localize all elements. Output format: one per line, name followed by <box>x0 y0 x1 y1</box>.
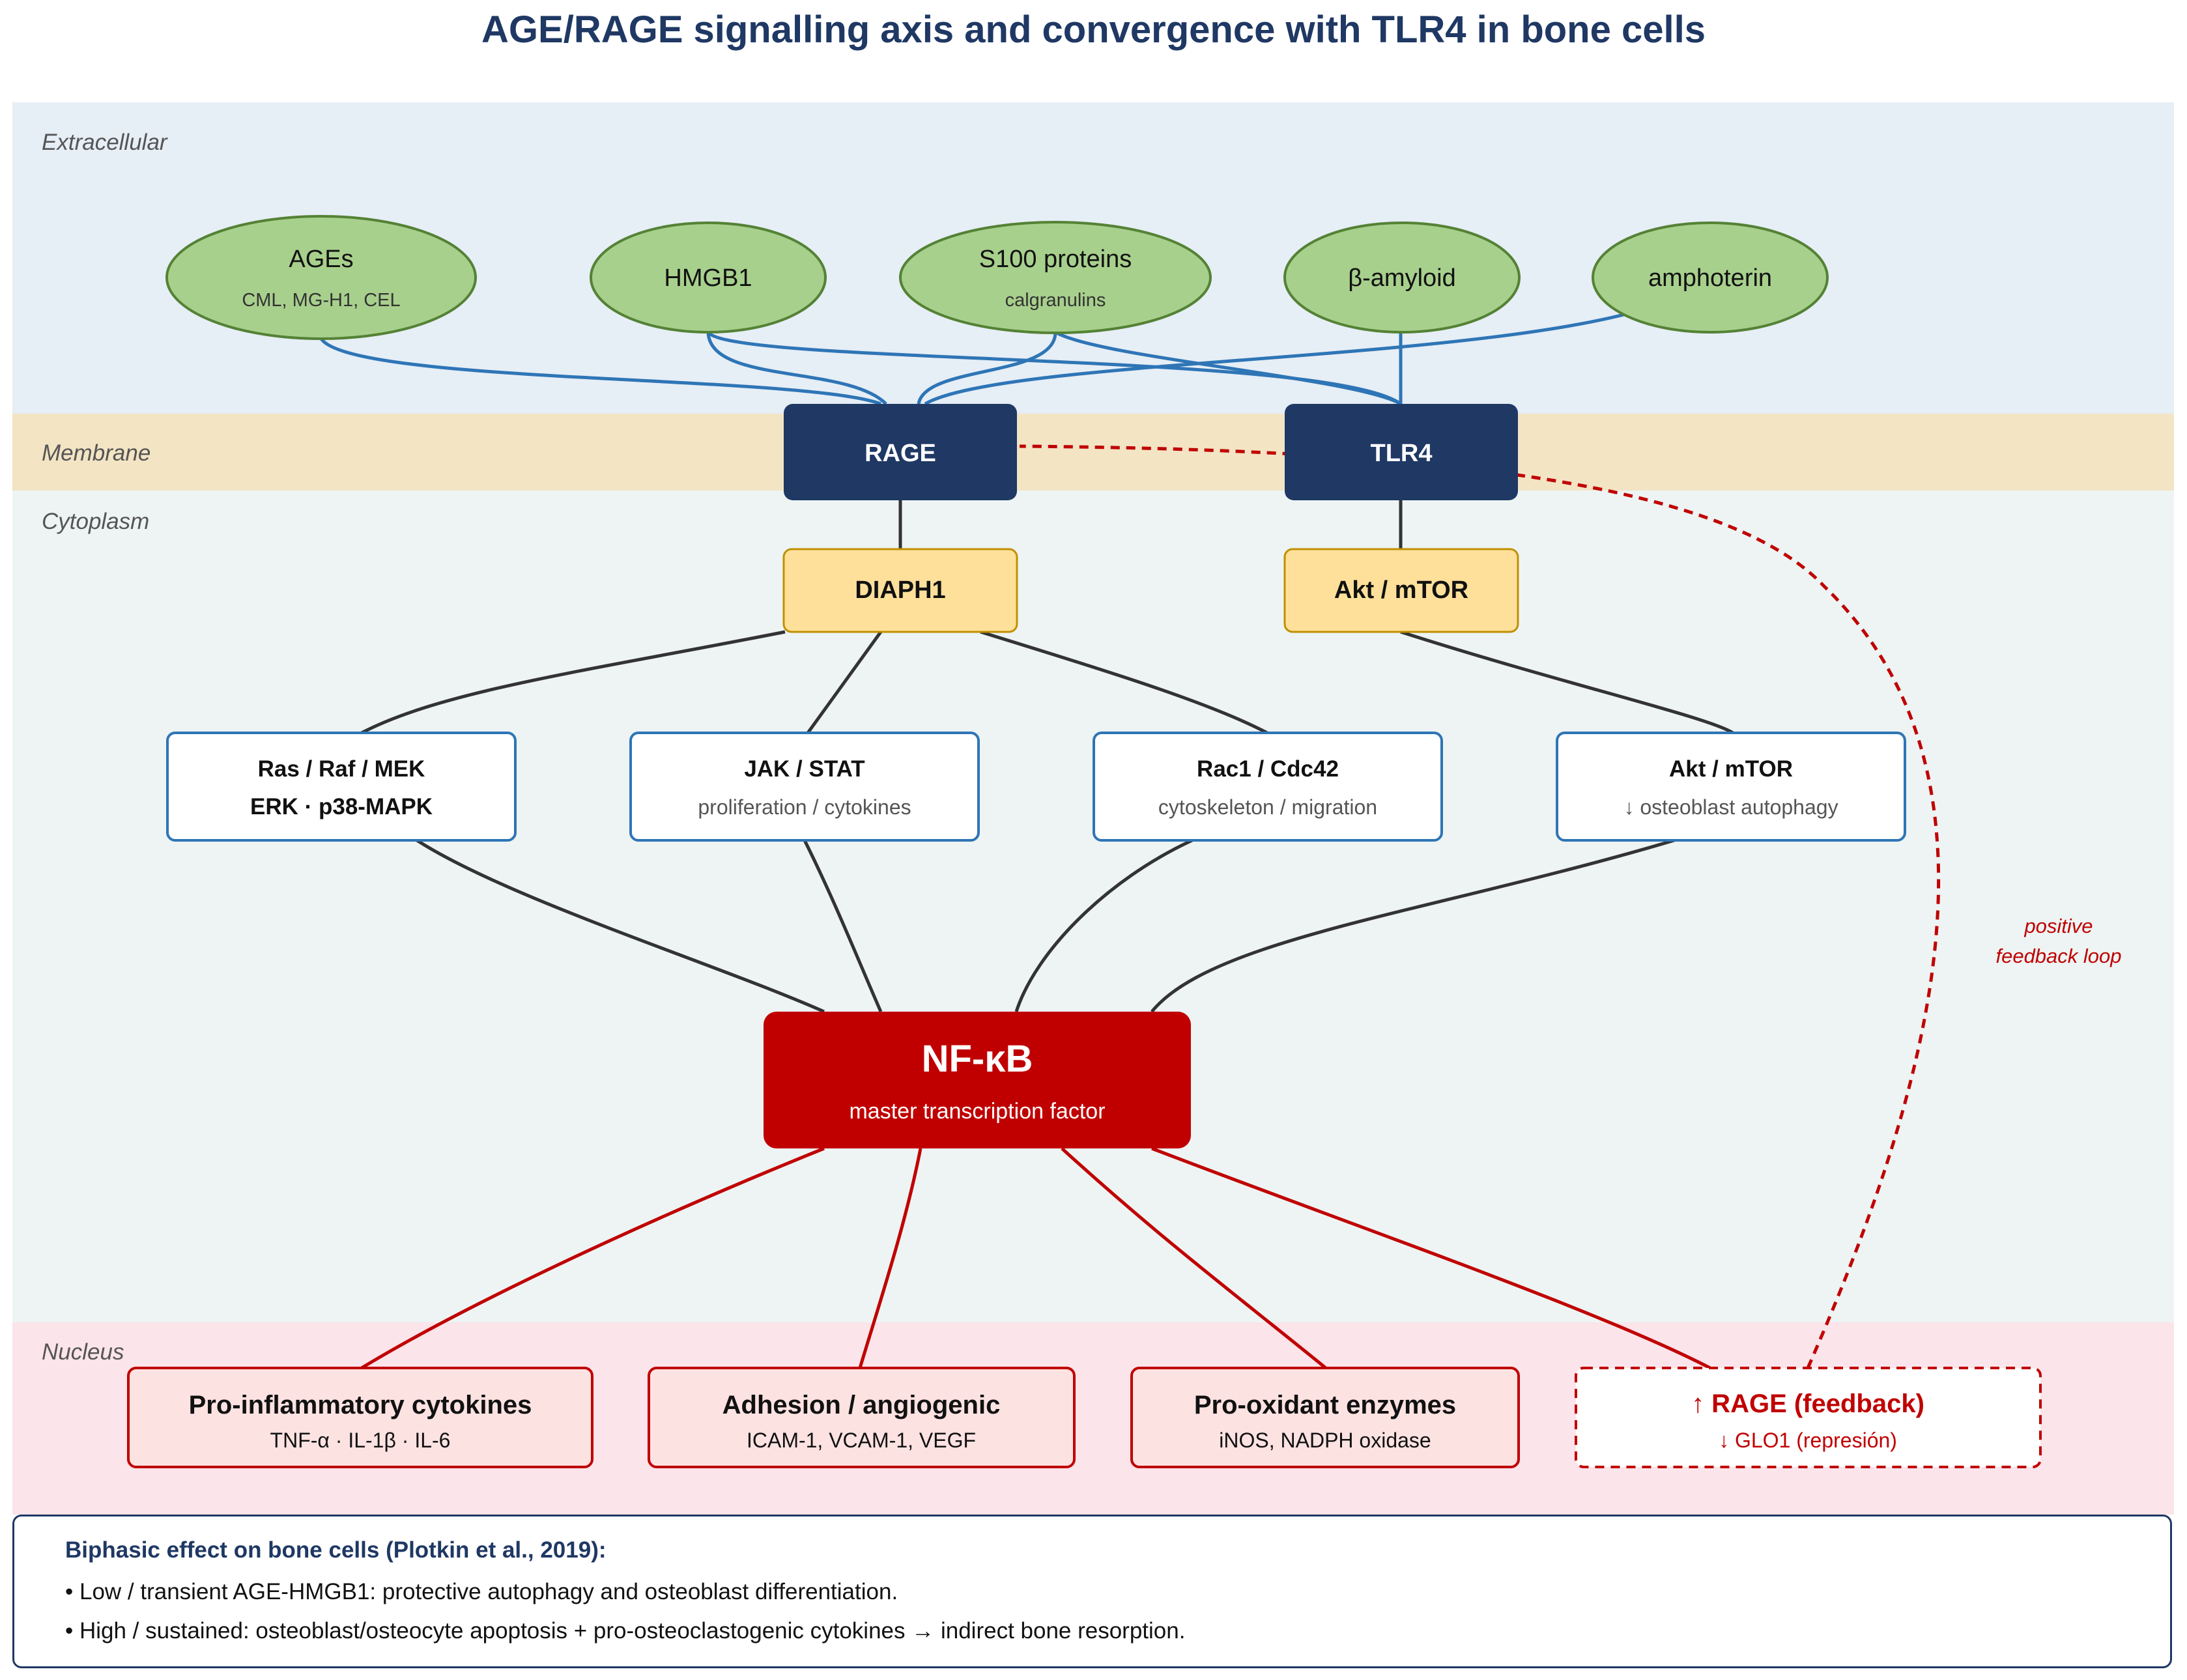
nfkb-title: NF-κB <box>922 1038 1033 1080</box>
output-proinflammatory-cytokines: Pro-inflammatory cytokines TNF-α · IL-1β… <box>127 1367 593 1468</box>
output-cytokines-title: Pro-inflammatory cytokines <box>189 1391 532 1419</box>
pathway-ras-line2: ERK · p38-MAPK <box>250 794 433 819</box>
link-diaph1-ras <box>360 630 786 735</box>
ligand-ages-name: AGEs <box>289 246 353 273</box>
pathway-rac-line1: Rac1 / Cdc42 <box>1197 756 1339 782</box>
ligand-s100-name: S100 proteins <box>979 246 1132 273</box>
link-jak-nfkb <box>803 839 883 1013</box>
ligand-ages-sub: CML, MG-H1, CEL <box>242 290 400 311</box>
output-feedback-sub: ↓ GLO1 (represión) <box>1719 1429 1897 1452</box>
link-nfkb-feedback <box>1151 1146 1711 1370</box>
note-line-high: • High / sustained: osteoblast/osteocyte… <box>65 1618 1186 1644</box>
output-cytokines-sub: TNF-α · IL-1β · IL-6 <box>270 1429 451 1452</box>
nfkb-subtitle: master transcription factor <box>849 1099 1105 1124</box>
ligand-ages: AGEs CML, MG-H1, CEL <box>165 215 477 340</box>
ligand-beta-amyloid: β-amyloid <box>1283 221 1521 334</box>
zone-label-cytoplasm: Cytoplasm <box>42 509 149 534</box>
receptor-rage-label: RAGE <box>865 440 936 467</box>
receptor-tlr4: TLR4 <box>1285 404 1518 500</box>
feedback-loop-arrow <box>1019 444 1941 1369</box>
note-line-low: • Low / transient AGE-HMGB1: protective … <box>65 1579 898 1604</box>
ligand-amphoterin: amphoterin <box>1592 221 1829 334</box>
output-pro-oxidant-enzymes: Pro-oxidant enzymes iNOS, NADPH oxidase <box>1130 1367 1520 1468</box>
receptor-rage: RAGE <box>784 404 1017 500</box>
zone-label-nucleus: Nucleus <box>42 1339 124 1365</box>
feedback-loop-label-line1: positive <box>2023 915 2093 937</box>
output-prooxidant-sub: iNOS, NADPH oxidase <box>1219 1429 1431 1452</box>
output-adhesion-angiogenic: Adhesion / angiogenic ICAM-1, VCAM-1, VE… <box>648 1367 1076 1468</box>
output-rage-feedback: ↑ RAGE (feedback) ↓ GLO1 (represión) <box>1575 1367 2042 1468</box>
link-ages-rage <box>319 337 881 406</box>
pathway-rac-line2: cytoskeleton / migration <box>1158 795 1377 819</box>
pathway-akt-line1: Akt / mTOR <box>1669 756 1793 782</box>
ligand-beta-amyloid-name: β-amyloid <box>1348 264 1455 292</box>
adaptor-akt-mtor: Akt / mTOR <box>1283 548 1519 633</box>
link-hmgb1-rage <box>706 332 887 405</box>
output-adhesion-sub: ICAM-1, VCAM-1, VEGF <box>747 1429 976 1452</box>
pathway-jak-line2: proliferation / cytokines <box>698 795 911 819</box>
pathway-jak-line1: JAK / STAT <box>744 756 865 782</box>
adaptor-diaph1: DIAPH1 <box>782 548 1018 633</box>
receptor-tlr4-label: TLR4 <box>1371 440 1433 467</box>
adaptor-diaph1-label: DIAPH1 <box>855 577 945 604</box>
adaptor-akt-mtor-label: Akt / mTOR <box>1334 577 1468 604</box>
pathway-akt-mtor: Akt / mTOR ↓ osteoblast autophagy <box>1556 732 1906 842</box>
output-feedback-title: ↑ RAGE (feedback) <box>1691 1389 1924 1418</box>
ligand-amphoterin-name: amphoterin <box>1648 264 1772 292</box>
pathway-ras-line1: Ras / Raf / MEK <box>258 756 425 782</box>
pathway-jak-stat: JAK / STAT proliferation / cytokines <box>629 732 980 842</box>
note-title: Biphasic effect on bone cells (Plotkin e… <box>65 1537 607 1563</box>
ligand-hmgb1: HMGB1 <box>590 221 827 334</box>
link-s100-rage <box>917 332 1057 405</box>
link-diaph1-rac <box>980 630 1268 735</box>
nfkb-node: NF-κB master transcription factor <box>764 1012 1191 1148</box>
zone-label-extracellular: Extracellular <box>42 130 168 155</box>
pathway-akt-line2: ↓ osteoblast autophagy <box>1623 795 1838 819</box>
link-nfkb-cytokines <box>360 1146 825 1370</box>
zone-label-membrane: Membrane <box>42 440 150 466</box>
membrane-zone <box>12 414 2174 491</box>
ligand-s100: S100 proteins calgranulins <box>899 221 1212 334</box>
link-ras-nfkb <box>416 838 825 1014</box>
link-diaph1-jak <box>806 631 883 734</box>
output-adhesion-title: Adhesion / angiogenic <box>722 1391 1001 1419</box>
output-prooxidant-title: Pro-oxidant enzymes <box>1194 1391 1456 1419</box>
ligand-s100-sub: calgranulins <box>1005 290 1106 311</box>
link-akt-aktpath <box>1400 630 1734 735</box>
link-s100-tlr4 <box>1054 330 1402 406</box>
pathway-rac1-cdc42: Rac1 / Cdc42 cytoskeleton / migration <box>1093 732 1443 842</box>
biphasic-effect-note: Biphasic effect on bone cells (Plotkin e… <box>12 1515 2172 1668</box>
pathway-ras-raf-mek: Ras / Raf / MEK ERK · p38-MAPK <box>166 732 517 842</box>
link-nfkb-adhesion <box>858 1148 922 1369</box>
link-rac-nfkb <box>1014 838 1194 1012</box>
link-nfkb-prooxidant <box>1061 1147 1327 1369</box>
ligand-hmgb1-name: HMGB1 <box>664 264 752 292</box>
feedback-loop-label-line2: feedback loop <box>1995 945 2121 967</box>
diagram-title: AGE/RAGE signalling axis and convergence… <box>481 8 1706 51</box>
link-aktpath-nfkb <box>1151 838 1675 1013</box>
